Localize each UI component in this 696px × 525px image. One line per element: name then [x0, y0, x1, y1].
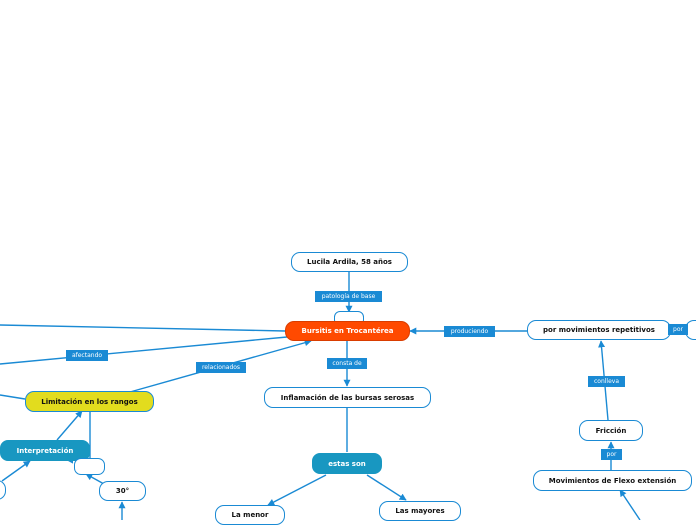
- empty-node-left[interactable]: [74, 458, 105, 475]
- affecting-label[interactable]: afectando: [66, 350, 108, 361]
- related-label[interactable]: relacionados: [196, 362, 246, 373]
- friction-node[interactable]: Fricción: [579, 420, 643, 441]
- link-left-interpretation: [1, 460, 31, 482]
- major-node[interactable]: Las mayores: [379, 501, 461, 521]
- link-left-limitation: [0, 394, 26, 400]
- limitation-node[interactable]: Limitación en los rangos: [25, 391, 154, 412]
- link-left-affecting-central: [0, 336, 288, 365]
- patient-node[interactable]: Lucila Ardila, 58 años: [291, 252, 408, 272]
- base-pathology-label[interactable]: patología de base: [315, 291, 382, 302]
- are-node[interactable]: estas son: [312, 453, 382, 474]
- repetitive-movement-node[interactable]: por movimientos repetitivos: [527, 320, 671, 340]
- minor-node[interactable]: La menor: [215, 505, 285, 525]
- entails-label[interactable]: conlleva: [588, 376, 625, 387]
- consists-of-label[interactable]: consta de: [327, 358, 367, 369]
- inflammation-node[interactable]: Inflamación de las bursas serosas: [264, 387, 431, 408]
- link-are-minor: [267, 474, 327, 506]
- producing-label[interactable]: produciendo: [444, 326, 495, 337]
- by-right-label[interactable]: por: [668, 324, 688, 335]
- link-interpretation-limitation: [56, 410, 83, 441]
- flexion-node[interactable]: Movimientos de Flexo extensión: [533, 470, 692, 491]
- degrees-node[interactable]: 30°: [99, 481, 146, 501]
- link-are-major: [366, 474, 407, 501]
- central-topic-node[interactable]: Bursitis en Trocantérea: [285, 321, 410, 341]
- interpretation-node[interactable]: Interpretación: [0, 440, 90, 461]
- by-friction-label[interactable]: por: [601, 449, 622, 460]
- link-bottom-flexion: [619, 489, 641, 520]
- link-left-top-central: [0, 324, 286, 332]
